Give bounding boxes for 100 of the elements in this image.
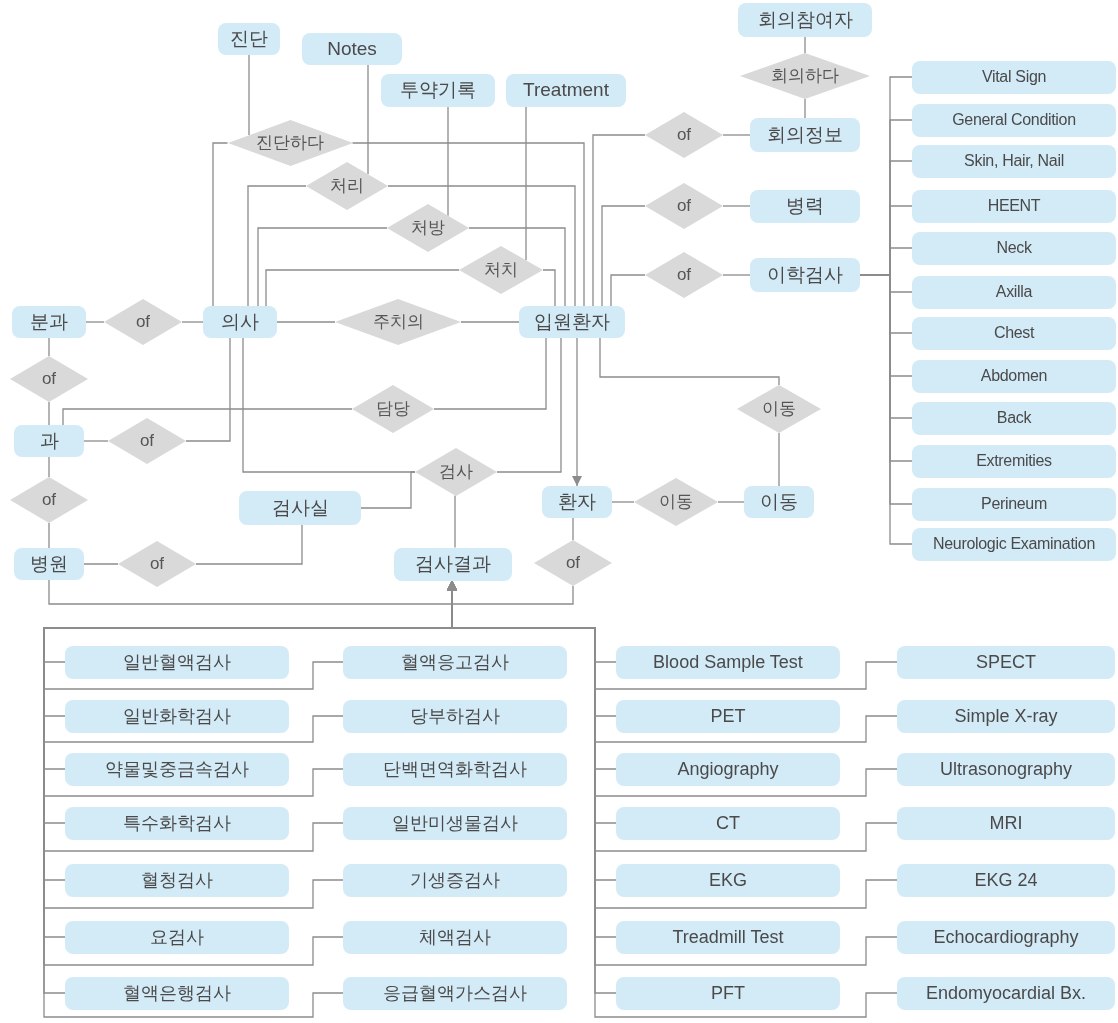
connector-line [83,440,109,442]
entity-box: Angiography [616,752,840,786]
connector-line [181,321,204,323]
connector-line [572,517,574,541]
entity-box: 이학검사 [750,258,860,292]
entity-box: 약물및중금속검사 [65,752,289,786]
relationship-diamond: 이동 [634,478,718,526]
entity-box: Echocardiography [897,920,1115,954]
relationship-diamond: 처리 [306,162,388,210]
connector-line [804,98,806,119]
entity-box: 이동 [744,486,814,518]
entity-box: 기생증검사 [343,863,567,897]
connector-line [778,432,780,487]
relationship-diamond: of [108,418,186,464]
connector-line [722,205,751,207]
entity-box: 일반혈액검사 [65,645,289,679]
connector-line [387,185,576,307]
connector-line [83,563,119,565]
connector-line [496,337,562,473]
connector-line [48,456,50,478]
relationship-diamond: 회의하다 [740,53,870,99]
entity-box: Skin, Hair, Nail [912,144,1116,178]
connector-line [248,54,250,136]
entity-box: PFT [616,976,840,1010]
connector-line [722,134,751,136]
connector-line [367,64,369,175]
entity-box: 혈청검사 [65,863,289,897]
entity-box: General Condition [912,103,1116,137]
relationship-diamond: 처방 [387,204,469,252]
connector-line [447,105,449,217]
connector-line [610,274,646,307]
entity-box: PET [616,699,840,733]
entity-box: Ultrasonography [897,752,1115,786]
entity-box: EKG 24 [897,863,1115,897]
entity-box: 진단 [218,23,280,55]
entity-box: 요검사 [65,920,289,954]
entity-box: Blood Sample Test [616,645,840,679]
relationship-diamond: of [118,541,196,587]
connector-line [351,142,585,307]
connector-line [212,142,229,307]
entity-box: Abdomen [912,359,1116,393]
entity-box: 분과 [12,306,86,338]
entity-box: Back [912,401,1116,435]
entity-box: 혈액응고검사 [343,645,567,679]
relationship-diamond: of [645,183,723,229]
connector-line [717,501,745,503]
relationship-diamond: of [645,112,723,158]
connector-line [592,134,646,307]
connector-line [265,269,460,307]
connector-line [360,471,416,509]
relationship-diamond: of [10,356,88,402]
relationship-diamond: of [645,252,723,298]
connector-line [722,274,751,276]
entity-box: 검사결과 [394,547,512,581]
connector-line [48,579,574,605]
connector-line [542,269,556,307]
entity-box: Chest [912,316,1116,350]
entity-box: 병원 [14,548,84,580]
entity-box: 입원환자 [519,306,625,338]
relationship-diamond: of [104,299,182,345]
entity-box: 의사 [203,306,277,338]
connector-line [62,408,353,426]
entity-box: 투약기록 [381,73,495,107]
entity-box: Treatment [506,73,626,107]
entity-box: 특수화학검사 [65,806,289,840]
connector-line [433,337,547,410]
entity-box: 응급혈액가스검사 [343,976,567,1010]
connector-line [460,321,520,323]
entity-box: 일반화학검사 [65,699,289,733]
entity-box: 체액검사 [343,920,567,954]
entity-box: 당부하검사 [343,699,567,733]
connector-line [601,205,646,307]
connector-line [195,524,303,565]
connector-line [804,36,806,54]
entity-box: 병력 [750,189,860,223]
relationship-diamond: 검사 [415,448,497,496]
entity-box: Notes [302,33,402,65]
entity-box: SPECT [897,645,1115,679]
entity-box: MRI [897,806,1115,840]
relationship-diamond: of [10,477,88,523]
connector-line [85,321,105,323]
connector-line [611,501,635,503]
connector-line [257,227,388,307]
connector-line [572,337,582,487]
relationship-diamond: 담당 [352,385,434,433]
relationship-diamond: 진단하다 [227,120,353,166]
connector-line [48,522,50,549]
entity-box: Vital Sign [912,60,1116,94]
connector-line [468,227,566,307]
entity-box: 일반미생물검사 [343,806,567,840]
entity-box: CT [616,806,840,840]
entity-box: Endomyocardial Bx. [897,976,1115,1010]
entity-box: 혈액은행검사 [65,976,289,1010]
relationship-diamond: 처치 [459,246,543,294]
entity-box: 환자 [542,486,612,518]
entity-box: Treadmill Test [616,920,840,954]
connector-line [247,185,307,307]
connector-line [525,105,527,261]
entity-box: Neurologic Examination [912,527,1116,561]
entity-box: Neck [912,231,1116,265]
